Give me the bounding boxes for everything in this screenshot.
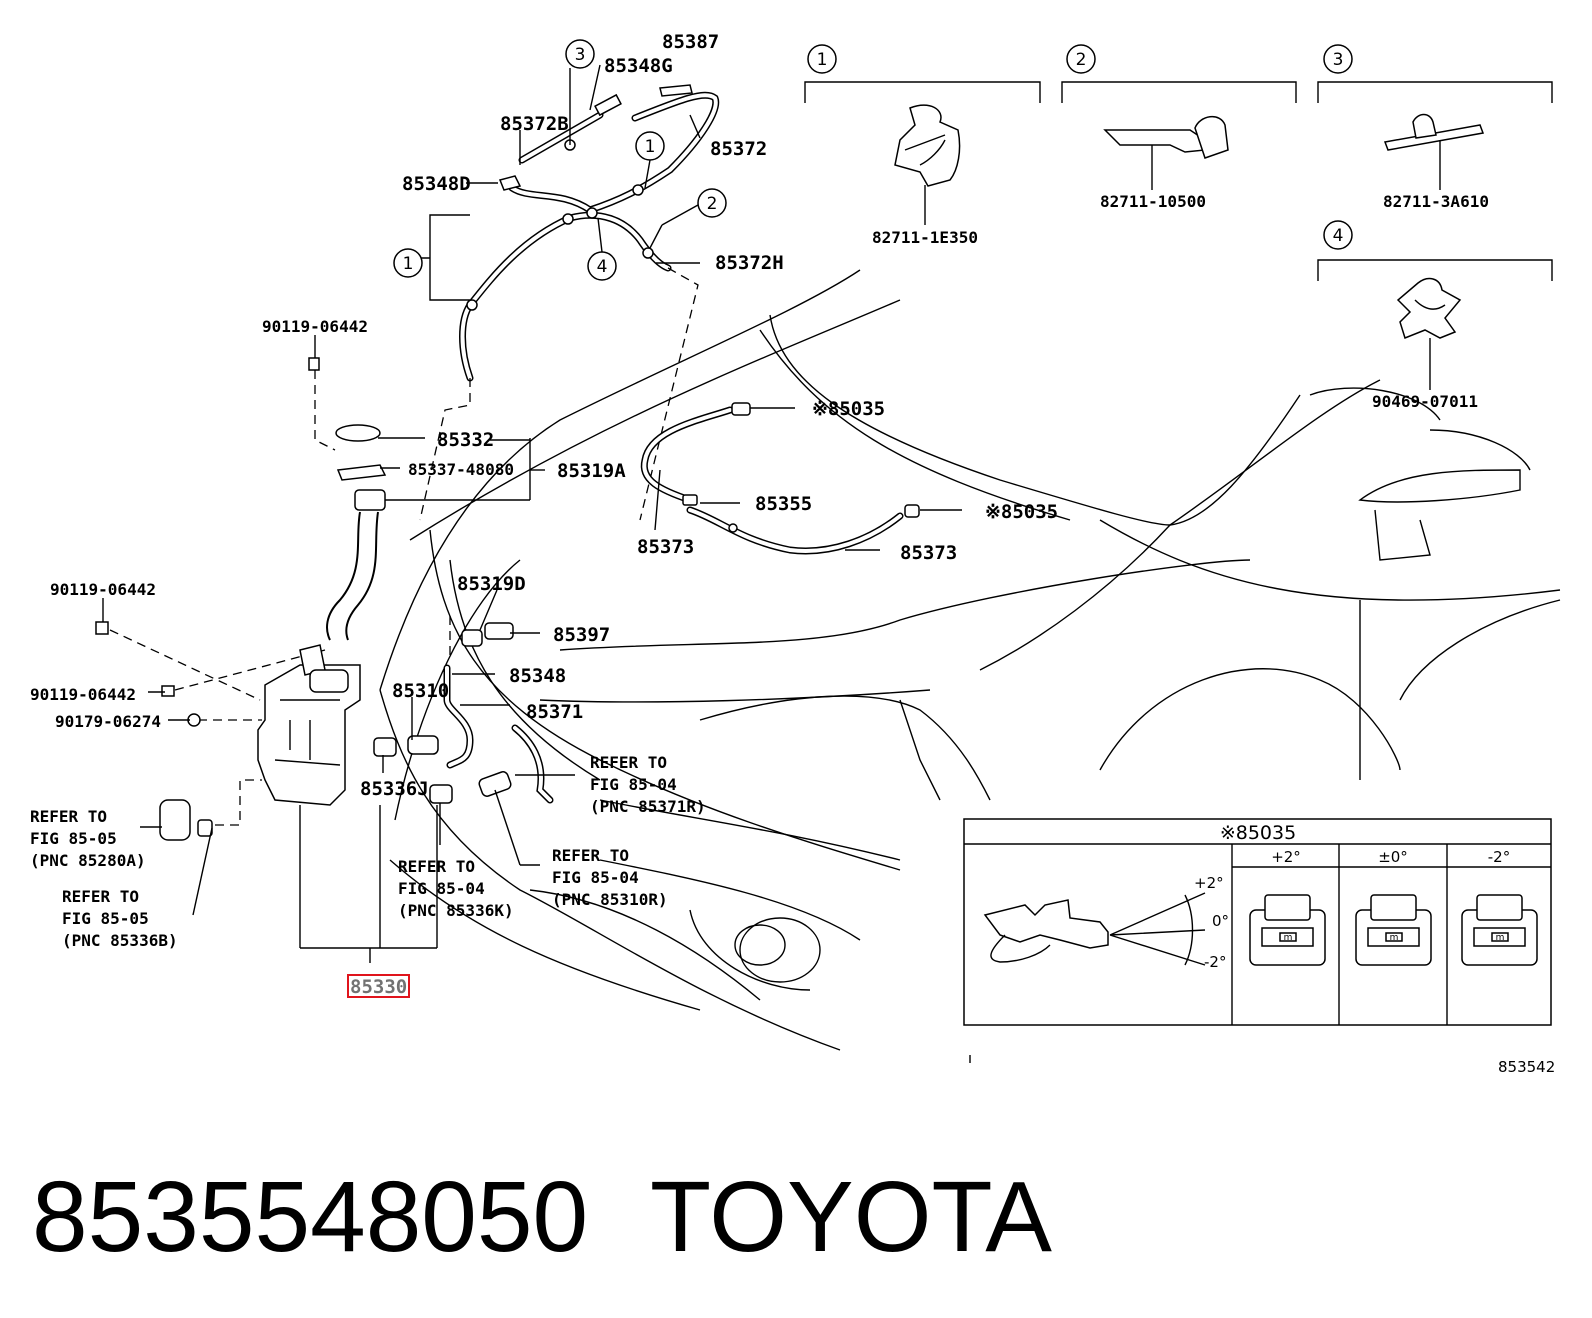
highlight-box-85330 <box>347 974 410 998</box>
label-85332: 85332 <box>437 429 494 451</box>
washer-hose-upper <box>459 84 720 382</box>
angle-minus2: -2° <box>1204 953 1226 971</box>
table-col-plus2: +2° <box>1271 848 1301 866</box>
callout-2-main: 2 <box>707 194 718 214</box>
refer-1-line3: (PNC 85280A) <box>30 851 146 870</box>
label-90119-low: 90119-06442 <box>30 685 136 704</box>
label-85397: 85397 <box>553 624 610 646</box>
label-85372B: 85372B <box>500 113 569 135</box>
refer-4-line1: REFER TO <box>552 846 629 865</box>
angle-zero: 0° <box>1212 912 1229 930</box>
label-85372: 85372 <box>710 138 767 160</box>
label-85387: 85387 <box>662 31 719 53</box>
refer-3-line3: (PNC 85336K) <box>398 901 514 920</box>
label-85330: 85330 <box>350 976 407 998</box>
inset-3-number: 3 <box>1333 50 1344 70</box>
position-block-plus2: m <box>1249 894 1326 966</box>
label-85348: 85348 <box>509 665 566 687</box>
adjustment-table: ※85035 +2° ±0° -2° +2° 0° -2° m m <box>963 818 1552 1026</box>
position-block-minus2: m <box>1461 894 1538 966</box>
callout-1-main-b: 1 <box>403 254 414 274</box>
label-90119-mid: 90119-06442 <box>50 580 156 599</box>
block-mark-2: m <box>1390 933 1399 943</box>
diagram-id: 853542 <box>1498 1058 1555 1076</box>
angle-plus2: +2° <box>1194 874 1224 892</box>
label-85373-b: 85373 <box>900 542 957 564</box>
refer-1-line1: REFER TO <box>30 807 107 826</box>
inset-4-part: 90469-07011 <box>1372 392 1478 411</box>
label-85371: 85371 <box>526 701 583 723</box>
bracket-callout-1 <box>418 214 470 301</box>
refer-2-line3: (PNC 85336B) <box>62 931 178 950</box>
car-body-outline <box>379 269 1561 1051</box>
clip-insets: 1 82711-1E350 2 82711-10500 3 82711-3A61… <box>804 44 1553 411</box>
table-title: ※85035 <box>1220 822 1296 844</box>
main-callouts: 3 1 2 1 4 <box>393 39 727 281</box>
refer-notes: REFER TO FIG 85-05 (PNC 85280A) REFER TO FI… <box>30 753 706 950</box>
part-labels: 85387 85348G 85372B 85372 85348D 85372H … <box>30 31 1058 998</box>
label-85319D: 85319D <box>457 573 526 595</box>
footer-part-number: 8535548050 <box>32 1161 588 1273</box>
headlamp-hose <box>640 402 920 555</box>
leader-dashes <box>109 267 699 826</box>
table-col-minus2: -2° <box>1488 848 1510 866</box>
label-85319A: 85319A <box>557 460 626 482</box>
refer-4-line2: FIG 85-04 <box>552 868 639 887</box>
refer-5-line1: REFER TO <box>590 753 667 772</box>
leader-lines <box>102 64 962 963</box>
callout-1-main-a: 1 <box>645 137 656 157</box>
refer-5-line3: (PNC 85371R) <box>590 797 706 816</box>
callout-4-main: 4 <box>597 257 608 277</box>
block-mark-1: m <box>1284 933 1293 943</box>
label-85373-a: 85373 <box>637 536 694 558</box>
label-90119-top: 90119-06442 <box>262 317 368 336</box>
label-85035-a: ※85035 <box>812 398 885 420</box>
inset-4-number: 4 <box>1333 226 1344 246</box>
table-col-zero: ±0° <box>1378 848 1408 866</box>
inset-2-number: 2 <box>1076 50 1087 70</box>
refer-2-line1: REFER TO <box>62 887 139 906</box>
position-block-zero: m <box>1355 894 1432 966</box>
footer-brand: TOYOTA <box>650 1161 1052 1273</box>
label-85355: 85355 <box>755 493 812 515</box>
label-85336J: 85336J <box>360 778 429 800</box>
label-85372H: 85372H <box>715 252 784 274</box>
block-mark-3: m <box>1496 933 1505 943</box>
label-85337: 85337-48080 <box>408 460 514 479</box>
inset-1-number: 1 <box>817 50 828 70</box>
callout-3-main: 3 <box>575 45 586 65</box>
label-85310: 85310 <box>392 680 449 702</box>
refer-3-line2: FIG 85-04 <box>398 879 485 898</box>
label-85035-b: ※85035 <box>985 501 1058 523</box>
refer-3-line1: REFER TO <box>398 857 475 876</box>
inset-2-part: 82711-10500 <box>1100 192 1206 211</box>
washer-tank <box>257 424 387 806</box>
washer-pumps <box>95 357 554 841</box>
inset-1-part: 82711-1E350 <box>872 228 978 247</box>
label-85348D: 85348D <box>402 173 471 195</box>
refer-4-line3: (PNC 85310R) <box>552 890 668 909</box>
label-90179: 90179-06274 <box>55 712 161 731</box>
label-85348G: 85348G <box>604 55 673 77</box>
refer-5-line2: FIG 85-04 <box>590 775 677 794</box>
refer-2-line2: FIG 85-05 <box>62 909 149 928</box>
inset-3-part: 82711-3A610 <box>1383 192 1489 211</box>
refer-1-line2: FIG 85-05 <box>30 829 117 848</box>
